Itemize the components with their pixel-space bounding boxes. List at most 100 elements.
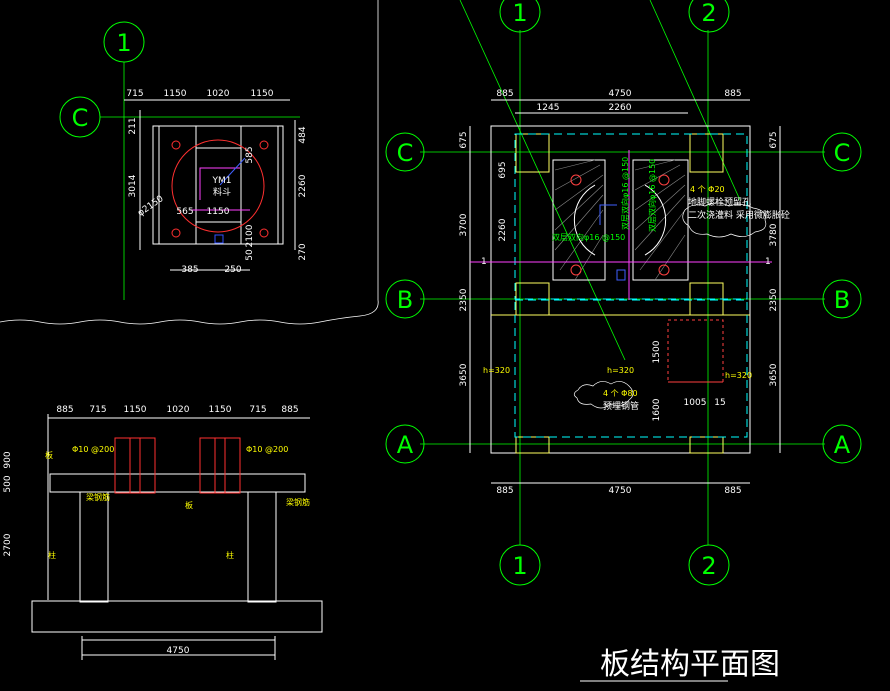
sp-bottom-dim: 385: [181, 265, 198, 275]
mp-left-dim: 3650: [459, 363, 469, 386]
axis-b-label-right: B: [834, 286, 850, 314]
sec-label: Φ10 @200: [246, 445, 288, 454]
sec-top-dim: 715: [89, 405, 106, 415]
cut-mark: 1: [481, 257, 487, 267]
axis-1-bubble-small: [103, 21, 145, 63]
mp-right-dim: 675: [769, 131, 779, 148]
note-grout: 二次浇灌料 采用微膨胀砼: [688, 209, 790, 221]
axis-c-bubble-left: [385, 132, 425, 172]
sec-label: 板: [45, 450, 53, 460]
sec-left-dim: 900: [3, 451, 13, 468]
rebar-label: 双层双向φ16 @150: [647, 159, 657, 232]
axis-1-bubble-bottom: [499, 544, 541, 586]
axis-2-bubble-top: [688, 0, 730, 33]
mp-bottom-dim: 4750: [609, 486, 632, 496]
main-plan: [420, 0, 825, 545]
rebar-label: 双层双向φ16 @150: [620, 157, 630, 230]
sec-top-dim: 885: [56, 405, 73, 415]
mp-inner-top-dim: 1245: [537, 103, 560, 113]
axis-2-bubble-bottom: [688, 544, 730, 586]
sec-label: 柱: [48, 550, 56, 560]
axis-a-label-left: A: [397, 431, 414, 459]
axis-1-label-small: 1: [116, 29, 131, 57]
axis-2-label-bottom: 2: [701, 552, 716, 580]
sec-left-dim: 500: [3, 475, 13, 492]
sp-inner-dim: 50: [245, 249, 255, 261]
sp-right-dim: 484: [298, 126, 308, 143]
sp-inner-dim: 585: [245, 146, 255, 163]
note-bolt-hole: 地脚螺栓预留孔: [688, 196, 751, 208]
axis-c-label-right: C: [834, 139, 851, 167]
opening-dim: 15: [714, 398, 725, 408]
axis-1-label-top: 1: [512, 0, 527, 27]
axis-a-bubble-right: [822, 424, 862, 464]
sp-right-dim: 2260: [298, 174, 308, 197]
axis-a-bubble-left: [385, 424, 425, 464]
sec-label: 梁钢筋: [286, 497, 310, 507]
axis-a-label-right: A: [834, 431, 851, 459]
mp-top-dim: 4750: [609, 89, 632, 99]
axis-b-bubble-left: [385, 279, 425, 319]
sec-left-dim: 2700: [3, 533, 13, 556]
mp-right-dim: 2350: [769, 288, 779, 311]
sec-label: 柱: [226, 550, 234, 560]
axis-c-label-small: C: [72, 104, 89, 132]
axis-2-label-top: 2: [701, 0, 716, 27]
sec-top-dim: 1150: [124, 405, 147, 415]
sp-left-dim: 211: [128, 117, 138, 134]
sp-top-dim: 715: [126, 89, 143, 99]
mp-right-dim: 3780: [769, 223, 779, 246]
mp-bottom-dim: 885: [496, 486, 513, 496]
sec-label: 板: [185, 500, 193, 510]
axis-c-label-left: C: [397, 139, 414, 167]
sp-diameter: φ2150: [136, 194, 166, 219]
sec-label: Φ10 @200: [72, 445, 114, 454]
small-plan: [0, 0, 379, 325]
sec-top-dim: 1150: [209, 405, 232, 415]
sp-inner-dim: 1150: [207, 207, 230, 217]
note-pipe-count: 4 个 Φ80: [603, 389, 638, 398]
h-label: h=320: [725, 371, 752, 380]
sec-label: 梁钢筋: [86, 492, 110, 502]
sec-top-dim: 1020: [167, 405, 190, 415]
mp-left-dim: 675: [459, 131, 469, 148]
block-label: YM1: [212, 176, 232, 186]
sp-inner-dim: 2100: [245, 224, 255, 247]
mp-left-dim: 2260: [498, 218, 508, 241]
drawing-title: 板结构平面图: [600, 647, 780, 682]
h-label: h=320: [607, 366, 634, 375]
h-label: h=320: [483, 366, 510, 375]
sec-bottom-dim: 4750: [167, 646, 190, 656]
mp-bottom-dim: 885: [724, 486, 741, 496]
mp-top-dim: 885: [724, 89, 741, 99]
sp-inner-dim: 565: [176, 207, 193, 217]
sp-bottom-dim: 250: [224, 265, 241, 275]
sp-top-dim: 1150: [164, 89, 187, 99]
axis-1-label-bottom: 1: [512, 552, 527, 580]
sec-top-dim: 885: [281, 405, 298, 415]
section-view: [31, 414, 323, 660]
sp-top-dim: 1150: [251, 89, 274, 99]
axis-1-bubble-top: [499, 0, 541, 33]
mp-left-dim: 3700: [459, 213, 469, 236]
note-bolt-count: 4 个 Φ20: [690, 185, 725, 194]
sec-top-dim: 715: [249, 405, 266, 415]
mp-left-dim: 695: [498, 161, 508, 178]
sp-top-dim: 1020: [207, 89, 230, 99]
opening-dim: 1005: [684, 398, 707, 408]
axis-c-bubble-small: [59, 96, 101, 138]
rebar-label: 双层双向φ16 @150: [552, 232, 625, 242]
note-pipe: 预埋钢管: [603, 400, 639, 412]
axis-b-bubble-right: [822, 279, 862, 319]
cut-mark: 1: [765, 257, 771, 267]
opening-dim: 1600: [652, 398, 662, 421]
mp-left-dim: 2350: [459, 288, 469, 311]
mp-inner-top-dim: 2260: [609, 103, 632, 113]
opening-dim: 1500: [652, 340, 662, 363]
mp-top-dim: 885: [496, 89, 513, 99]
block-sub: 料斗: [213, 186, 231, 198]
sp-left-dim: 3014: [128, 174, 138, 197]
sp-right-dim: 270: [298, 243, 308, 260]
